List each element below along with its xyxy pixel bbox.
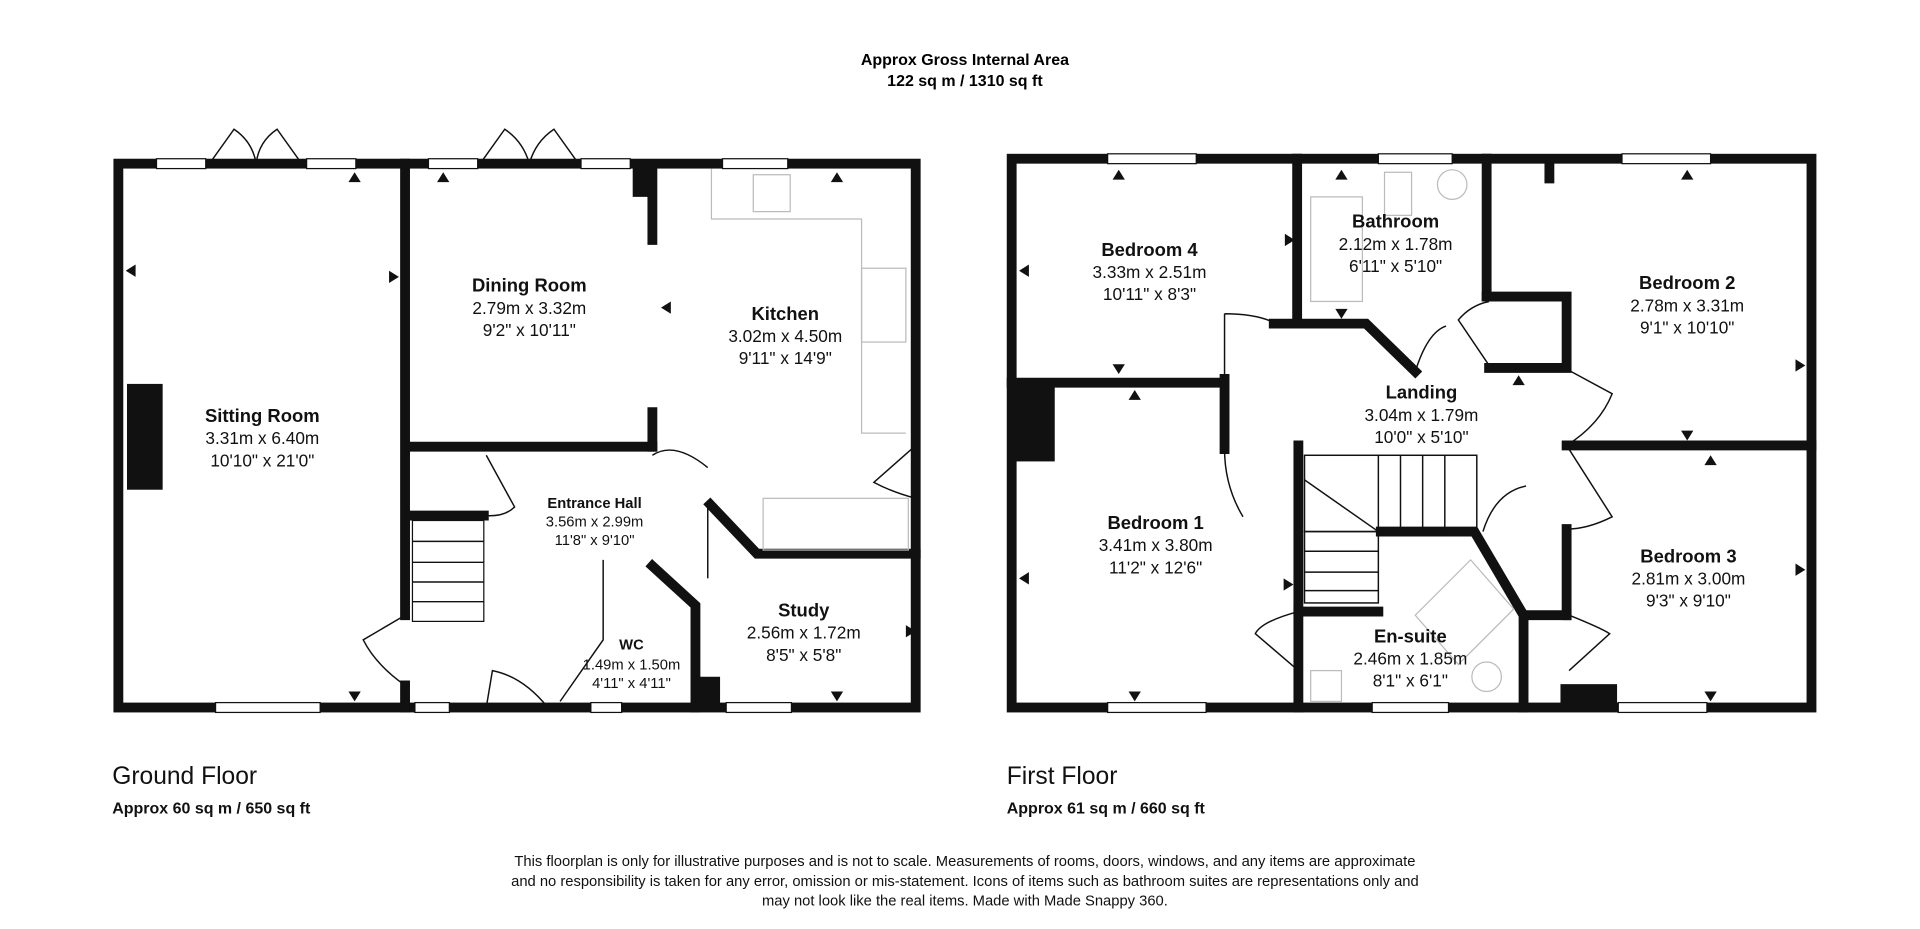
first-floor-label: First Floor bbox=[1007, 763, 1118, 790]
svg-text:8'1" x 6'1": 8'1" x 6'1" bbox=[1373, 671, 1448, 691]
svg-text:10'10" x 21'0": 10'10" x 21'0" bbox=[210, 450, 314, 470]
svg-text:Bedroom 1: Bedroom 1 bbox=[1107, 512, 1203, 533]
svg-text:2.79m x 3.32m: 2.79m x 3.32m bbox=[472, 298, 586, 318]
svg-text:9'1" x 10'10": 9'1" x 10'10" bbox=[1640, 317, 1734, 337]
gross-area-title: Approx Gross Internal Area bbox=[861, 52, 1069, 69]
svg-text:9'2" x 10'11": 9'2" x 10'11" bbox=[483, 320, 576, 340]
ground-floor-area: Approx 60 sq m / 650 sq ft bbox=[112, 800, 311, 817]
first-floor-plan bbox=[1006, 153, 1817, 714]
svg-text:2.81m x 3.00m: 2.81m x 3.00m bbox=[1631, 568, 1745, 588]
room-bedroom-2: Bedroom 2 2.78m x 3.31m 9'1" x 10'10" bbox=[1630, 272, 1744, 337]
svg-text:11'2" x 12'6": 11'2" x 12'6" bbox=[1109, 557, 1202, 577]
svg-text:2.56m x 1.72m: 2.56m x 1.72m bbox=[747, 623, 861, 643]
svg-text:Bedroom 2: Bedroom 2 bbox=[1639, 272, 1735, 293]
svg-text:3.56m x 2.99m: 3.56m x 2.99m bbox=[546, 515, 644, 531]
stairs bbox=[411, 519, 485, 622]
disclaimer-line-1: This floorplan is only for illustrative … bbox=[514, 854, 1415, 870]
svg-text:3.31m x 6.40m: 3.31m x 6.40m bbox=[205, 428, 319, 448]
room-bedroom-4: Bedroom 4 3.33m x 2.51m 10'11" x 8'3" bbox=[1093, 239, 1207, 304]
room-bedroom-3: Bedroom 3 2.81m x 3.00m 9'3" x 9'10" bbox=[1631, 545, 1745, 610]
room-landing: Landing 3.04m x 1.79m 10'0" x 5'10" bbox=[1364, 382, 1478, 447]
gross-area-value: 122 sq m / 1310 sq ft bbox=[887, 73, 1043, 90]
svg-text:10'0" x 5'10": 10'0" x 5'10" bbox=[1374, 427, 1468, 447]
first-floor-area: Approx 61 sq m / 660 sq ft bbox=[1007, 800, 1206, 817]
svg-text:3.41m x 3.80m: 3.41m x 3.80m bbox=[1099, 535, 1213, 555]
svg-text:Dining Room: Dining Room bbox=[472, 275, 587, 296]
svg-text:2.12m x 1.78m: 2.12m x 1.78m bbox=[1339, 234, 1453, 254]
room-entrance-hall: Entrance Hall 3.56m x 2.99m 11'8" x 9'10… bbox=[546, 496, 644, 549]
svg-text:9'3" x 9'10": 9'3" x 9'10" bbox=[1646, 591, 1731, 611]
svg-text:2.78m x 3.31m: 2.78m x 3.31m bbox=[1630, 295, 1744, 315]
svg-text:Bathroom: Bathroom bbox=[1352, 211, 1439, 232]
svg-text:Entrance Hall: Entrance Hall bbox=[547, 496, 641, 512]
svg-text:3.04m x 1.79m: 3.04m x 1.79m bbox=[1364, 405, 1478, 425]
svg-text:10'11" x 8'3": 10'11" x 8'3" bbox=[1103, 284, 1196, 304]
svg-text:Landing: Landing bbox=[1386, 382, 1458, 403]
svg-text:Kitchen: Kitchen bbox=[751, 303, 819, 324]
room-en-suite: En-suite 2.46m x 1.85m 8'1" x 6'1" bbox=[1353, 625, 1467, 690]
svg-text:8'5" x 5'8": 8'5" x 5'8" bbox=[766, 645, 841, 665]
svg-text:11'8" x 9'10": 11'8" x 9'10" bbox=[555, 533, 635, 549]
disclaimer-line-2: and no responsibility is taken for any e… bbox=[511, 874, 1419, 890]
svg-text:WC: WC bbox=[619, 638, 644, 654]
svg-text:2.46m x 1.85m: 2.46m x 1.85m bbox=[1353, 648, 1467, 668]
first-floor-stairs bbox=[1303, 454, 1478, 604]
svg-text:6'11" x 5'10": 6'11" x 5'10" bbox=[1349, 256, 1442, 276]
windows bbox=[1107, 153, 1712, 714]
room-wc: WC 1.49m x 1.50m 4'11" x 4'11" bbox=[583, 638, 681, 692]
room-dining-room: Dining Room 2.79m x 3.32m 9'2" x 10'11" bbox=[472, 275, 587, 340]
svg-text:Bedroom 3: Bedroom 3 bbox=[1640, 545, 1736, 566]
room-study: Study 2.56m x 1.72m 8'5" x 5'8" bbox=[747, 599, 861, 664]
windows bbox=[155, 158, 793, 714]
svg-text:Sitting Room: Sitting Room bbox=[205, 405, 320, 426]
svg-text:3.33m x 2.51m: 3.33m x 2.51m bbox=[1093, 262, 1207, 282]
ground-floor-label: Ground Floor bbox=[112, 763, 257, 790]
chimney-breast bbox=[126, 383, 163, 490]
svg-text:4'11" x 4'11": 4'11" x 4'11" bbox=[592, 676, 671, 692]
svg-text:En-suite: En-suite bbox=[1374, 625, 1447, 646]
ground-floor-plan bbox=[113, 128, 921, 714]
svg-text:1.49m x 1.50m: 1.49m x 1.50m bbox=[583, 657, 681, 673]
svg-text:Study: Study bbox=[778, 599, 830, 620]
room-bedroom-1: Bedroom 1 3.41m x 3.80m 11'2" x 12'6" bbox=[1099, 512, 1213, 577]
svg-text:9'11" x 14'9": 9'11" x 14'9" bbox=[739, 348, 832, 368]
room-sitting-room: Sitting Room 3.31m x 6.40m 10'10" x 21'0… bbox=[205, 405, 320, 470]
room-bathroom: Bathroom 2.12m x 1.78m 6'11" x 5'10" bbox=[1339, 211, 1453, 276]
disclaimer-line-3: may not look like the real items. Made w… bbox=[762, 894, 1168, 910]
svg-text:Bedroom 4: Bedroom 4 bbox=[1101, 239, 1198, 260]
room-kitchen: Kitchen 3.02m x 4.50m 9'11" x 14'9" bbox=[728, 303, 842, 368]
chimney-breast bbox=[1011, 382, 1055, 462]
svg-text:3.02m x 4.50m: 3.02m x 4.50m bbox=[728, 326, 842, 346]
